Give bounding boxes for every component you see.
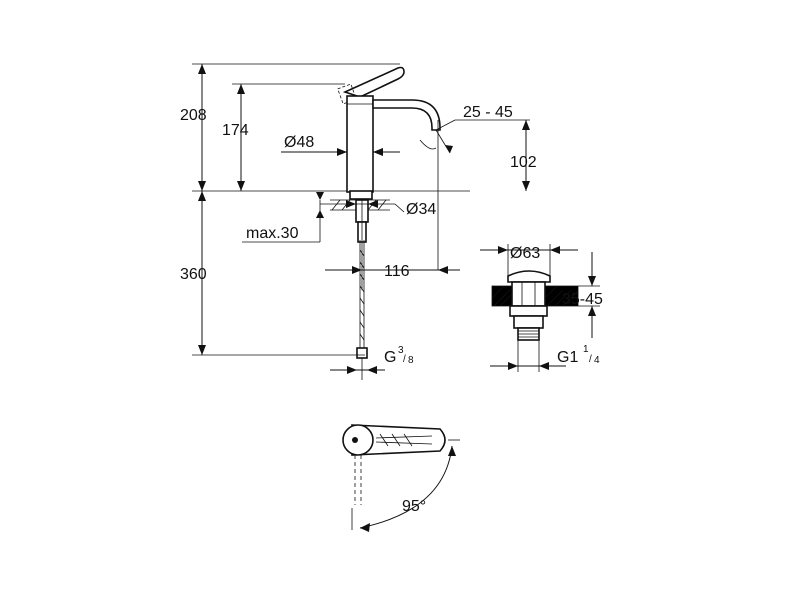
dim-hole-diameter: Ø34 [406, 201, 436, 218]
lever-top-view [351, 424, 446, 456]
connection-thread-sub: 8 [408, 355, 414, 366]
dim-connection-thread: G 3 / 8 [384, 345, 414, 366]
waste-thread-sub: 4 [594, 355, 600, 366]
waste-detail: Ø63 35-45 G1 1 / 4 [480, 244, 603, 372]
faucet-side-view [192, 63, 530, 380]
dim-lever-rotation: 95° [402, 498, 426, 515]
dim-max-thickness: max.30 [246, 225, 299, 242]
dim-angle-range: 25 - 45 [463, 104, 513, 121]
dim-total-height: 208 [180, 107, 207, 124]
dim-spout-outlet-height: 102 [510, 154, 537, 171]
dim-waste-thread: G1 1 / 4 [557, 344, 600, 366]
dim-spout-height: 174 [222, 122, 249, 139]
connection-thread-sup: 3 [398, 345, 404, 356]
faucet-body [346, 95, 374, 193]
dim-hose-length: 360 [180, 266, 207, 283]
top-view: 95° [342, 424, 460, 532]
supply-hose [359, 240, 365, 350]
dim-waste-diameter: Ø63 [510, 245, 540, 262]
waste-cap [507, 270, 551, 283]
faucet-lever [342, 66, 405, 98]
faucet-spout [372, 99, 441, 131]
waste-thread-slash: / [589, 354, 592, 365]
dim-waste-range: 35-45 [562, 291, 603, 308]
waste-thread-sup: 1 [583, 344, 589, 355]
dimension-labels-main: 208 174 Ø48 25 - 45 102 Ø34 max.30 360 1… [180, 104, 537, 366]
connection-thread-slash: / [403, 354, 406, 365]
dim-body-diameter: Ø48 [284, 134, 314, 151]
connection-thread-main: G [384, 349, 396, 366]
dim-spout-reach: 116 [384, 263, 410, 280]
dimension-lines-main [192, 64, 530, 374]
waste-thread-main: G1 [557, 349, 578, 366]
